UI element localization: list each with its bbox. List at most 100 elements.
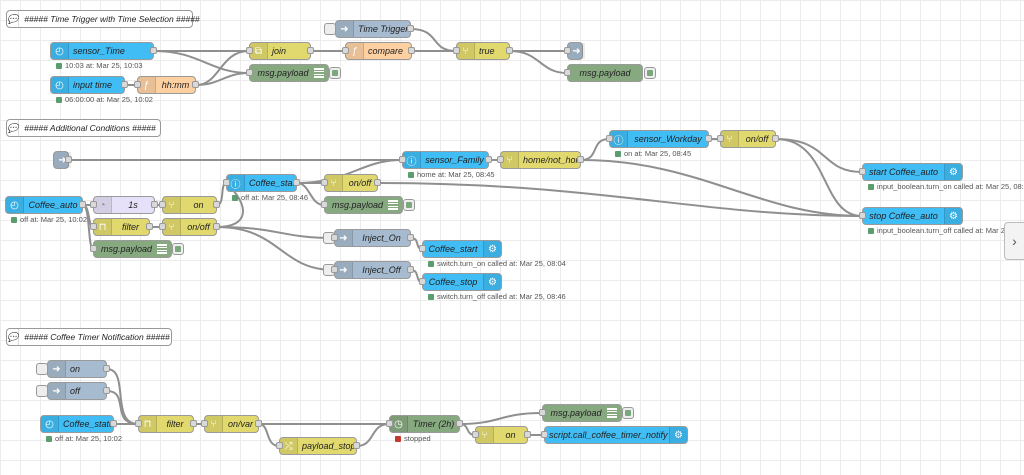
link-in-node[interactable]: ➜ [53, 151, 72, 169]
inject-trigger-button[interactable] [36, 385, 48, 397]
input-port[interactable] [276, 442, 283, 449]
input-port[interactable] [453, 47, 460, 54]
input-port[interactable] [419, 278, 426, 285]
output-port[interactable] [772, 135, 779, 142]
ha-state-node-sensor-family[interactable]: ⓘ sensor_Family [399, 151, 492, 169]
ha-service-node-script-notify[interactable]: script.call_coffee_timer_notify ⚙ [541, 426, 688, 444]
input-port[interactable] [564, 69, 571, 76]
output-port[interactable] [705, 135, 712, 142]
output-port[interactable] [485, 156, 492, 163]
output-port[interactable] [293, 179, 300, 186]
input-port[interactable] [135, 420, 142, 427]
output-port[interactable] [103, 365, 110, 372]
output-port[interactable] [407, 234, 414, 241]
sidebar-toggle-button[interactable]: › [1004, 222, 1024, 260]
input-port[interactable] [386, 420, 393, 427]
output-port[interactable] [190, 420, 197, 427]
input-port[interactable] [564, 47, 571, 54]
output-port[interactable] [150, 47, 157, 54]
input-port[interactable] [90, 245, 97, 252]
output-port[interactable] [506, 47, 513, 54]
debug-toggle-button[interactable] [622, 407, 634, 419]
ha-state-node-coffee-status-1[interactable]: ⓘ Coffee_status [223, 174, 300, 192]
ha-state-node-sensor-time[interactable]: ◴ sensor_Time [50, 42, 157, 60]
output-port[interactable] [456, 420, 463, 427]
filter-node-1[interactable]: ⊓ filter [90, 218, 153, 236]
output-port[interactable] [577, 156, 584, 163]
input-port[interactable] [90, 201, 97, 208]
input-port[interactable] [321, 201, 328, 208]
input-port[interactable] [331, 266, 338, 273]
inject-node-inject-off[interactable]: ➜ Inject_Off [323, 261, 414, 279]
debug-toggle-button[interactable] [329, 67, 341, 79]
output-port[interactable] [146, 223, 153, 230]
input-port[interactable] [497, 156, 504, 163]
input-port[interactable] [419, 245, 426, 252]
input-port[interactable] [321, 179, 328, 186]
debug-node-msg-payload-1[interactable]: msg.payload [246, 64, 341, 82]
filter-node-2[interactable]: ⊓ filter [135, 415, 197, 433]
inject-node-time-trigger[interactable]: ➜ Time Trigger [324, 20, 414, 38]
switch-node-true[interactable]: ⑂ true [453, 42, 513, 60]
input-port[interactable] [223, 179, 230, 186]
inject-trigger-button[interactable] [36, 363, 48, 375]
input-port[interactable] [201, 420, 208, 427]
debug-node-msg-payload-3[interactable]: msg.payload [321, 196, 415, 214]
inject-node-off[interactable]: ➜ off [36, 382, 110, 400]
output-port[interactable] [151, 201, 158, 208]
ha-state-node-coffee-status-2[interactable]: ◴ Coffee_status [40, 415, 117, 433]
switch-node-on-2[interactable]: ⑂ on [472, 426, 531, 444]
input-port[interactable] [159, 201, 166, 208]
input-port[interactable] [246, 47, 253, 54]
debug-toggle-button[interactable] [644, 67, 656, 79]
output-port[interactable] [65, 156, 72, 163]
switch-node-home-not-home[interactable]: ⑂ home/not_home [497, 151, 584, 169]
input-port[interactable] [859, 212, 866, 219]
delay-node-1s[interactable]: ◔ 1s [90, 196, 158, 214]
output-port[interactable] [255, 420, 262, 427]
ha-state-node-coffee-auto[interactable]: ◴ Coffee_auto [5, 196, 86, 214]
change-node-payload-stop[interactable]: ⤮ payload_stop [276, 437, 360, 455]
input-port[interactable] [399, 156, 406, 163]
output-port[interactable] [103, 387, 110, 394]
ha-state-node-sensor-workday[interactable]: ⓘ sensor_Workday [606, 130, 712, 148]
debug-node-msg-payload-2[interactable]: msg.payload [564, 64, 656, 82]
ha-state-node-input-time[interactable]: ◴ input time [50, 76, 128, 94]
join-node[interactable]: ⧉ join [246, 42, 314, 60]
switch-node-on[interactable]: ⑂ on [159, 196, 220, 214]
output-port[interactable] [213, 223, 220, 230]
output-port[interactable] [79, 201, 86, 208]
switch-node-on-var[interactable]: ⑂ on/var [201, 415, 262, 433]
input-port[interactable] [90, 223, 97, 230]
input-port[interactable] [859, 168, 866, 175]
output-port[interactable] [307, 47, 314, 54]
inject-node-on[interactable]: ➜ on [36, 360, 110, 378]
inject-trigger-button[interactable] [324, 23, 336, 35]
input-port[interactable] [331, 234, 338, 241]
output-port[interactable] [524, 431, 531, 438]
inject-node-inject-on[interactable]: ➜ Inject_On [323, 229, 414, 247]
comment-coffee-timer[interactable]: 💬 ##### Coffee Timer Notification ##### [6, 328, 172, 346]
input-port[interactable] [246, 69, 253, 76]
timer-node-2h[interactable]: ◷ Timer (2h) [386, 415, 463, 433]
output-port[interactable] [408, 47, 415, 54]
input-port[interactable] [717, 135, 724, 142]
function-node-hhmm[interactable]: ƒ hh:mm [134, 76, 199, 94]
input-port[interactable] [606, 135, 613, 142]
input-port[interactable] [134, 81, 141, 88]
output-port[interactable] [353, 442, 360, 449]
function-node-compare[interactable]: ƒ compare [342, 42, 415, 60]
output-port[interactable] [213, 201, 220, 208]
switch-node-onoff-filter[interactable]: ⑂ on/off [159, 218, 220, 236]
ha-service-node-stop-coffee-auto[interactable]: stop Coffee_auto ⚙ [859, 207, 963, 225]
ha-service-node-start-coffee-auto[interactable]: start Coffee_auto ⚙ [859, 163, 963, 181]
output-port[interactable] [407, 25, 414, 32]
debug-node-msg-payload-5[interactable]: msg.payload [539, 404, 634, 422]
switch-node-onoff-workday[interactable]: ⑂ on/off [717, 130, 779, 148]
output-port[interactable] [407, 266, 414, 273]
comment-additional-conditions[interactable]: 💬 ##### Additional Conditions ##### [6, 119, 161, 137]
debug-node-msg-payload-4[interactable]: msg.payload [90, 240, 184, 258]
output-port[interactable] [374, 179, 381, 186]
input-port[interactable] [541, 431, 548, 438]
debug-toggle-button[interactable] [403, 199, 415, 211]
